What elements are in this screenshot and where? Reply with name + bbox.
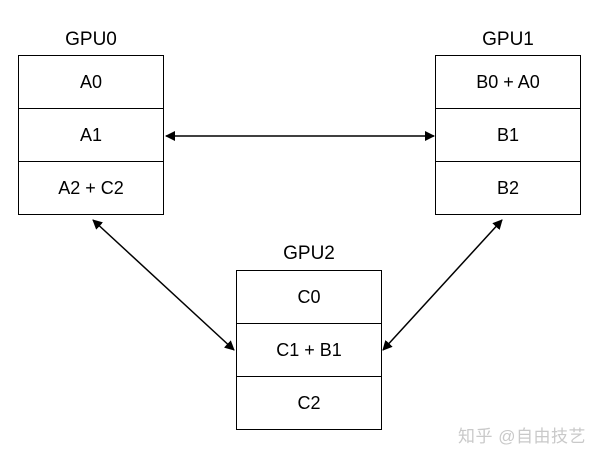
watermark: 知乎 @自由技艺 [458,427,586,446]
gpu0-cell-0: A0 [79,71,103,92]
gpu2-cell-1: C1 + B1 [237,323,381,376]
gpu1-cell-1: B1 [436,108,580,161]
gpu1-cell-0: B0 + A0 [476,71,540,92]
gpu0-label: GPU0 [65,29,117,50]
gpu2-label: GPU2 [283,243,335,264]
arrow-gpu1-gpu2 [382,219,503,351]
arrow-gpu0-gpu2 [92,219,235,351]
gpu2-box: C0 C1 + B1 C2 [236,270,382,430]
gpu0-cell-2: A2 + C2 [19,161,163,214]
gpu1-box: B0 + A0 B1 B2 [435,55,581,215]
gpu0-cell-1: A1 [19,108,163,161]
gpu1-cell-2: B2 [436,161,580,214]
gpu2-cell-2: C2 [237,376,381,429]
gpu1-label: GPU1 [482,29,534,50]
gpu2-cell-0: C0 [297,286,321,307]
gpu0-box: A0 A1 A2 + C2 [18,55,164,215]
